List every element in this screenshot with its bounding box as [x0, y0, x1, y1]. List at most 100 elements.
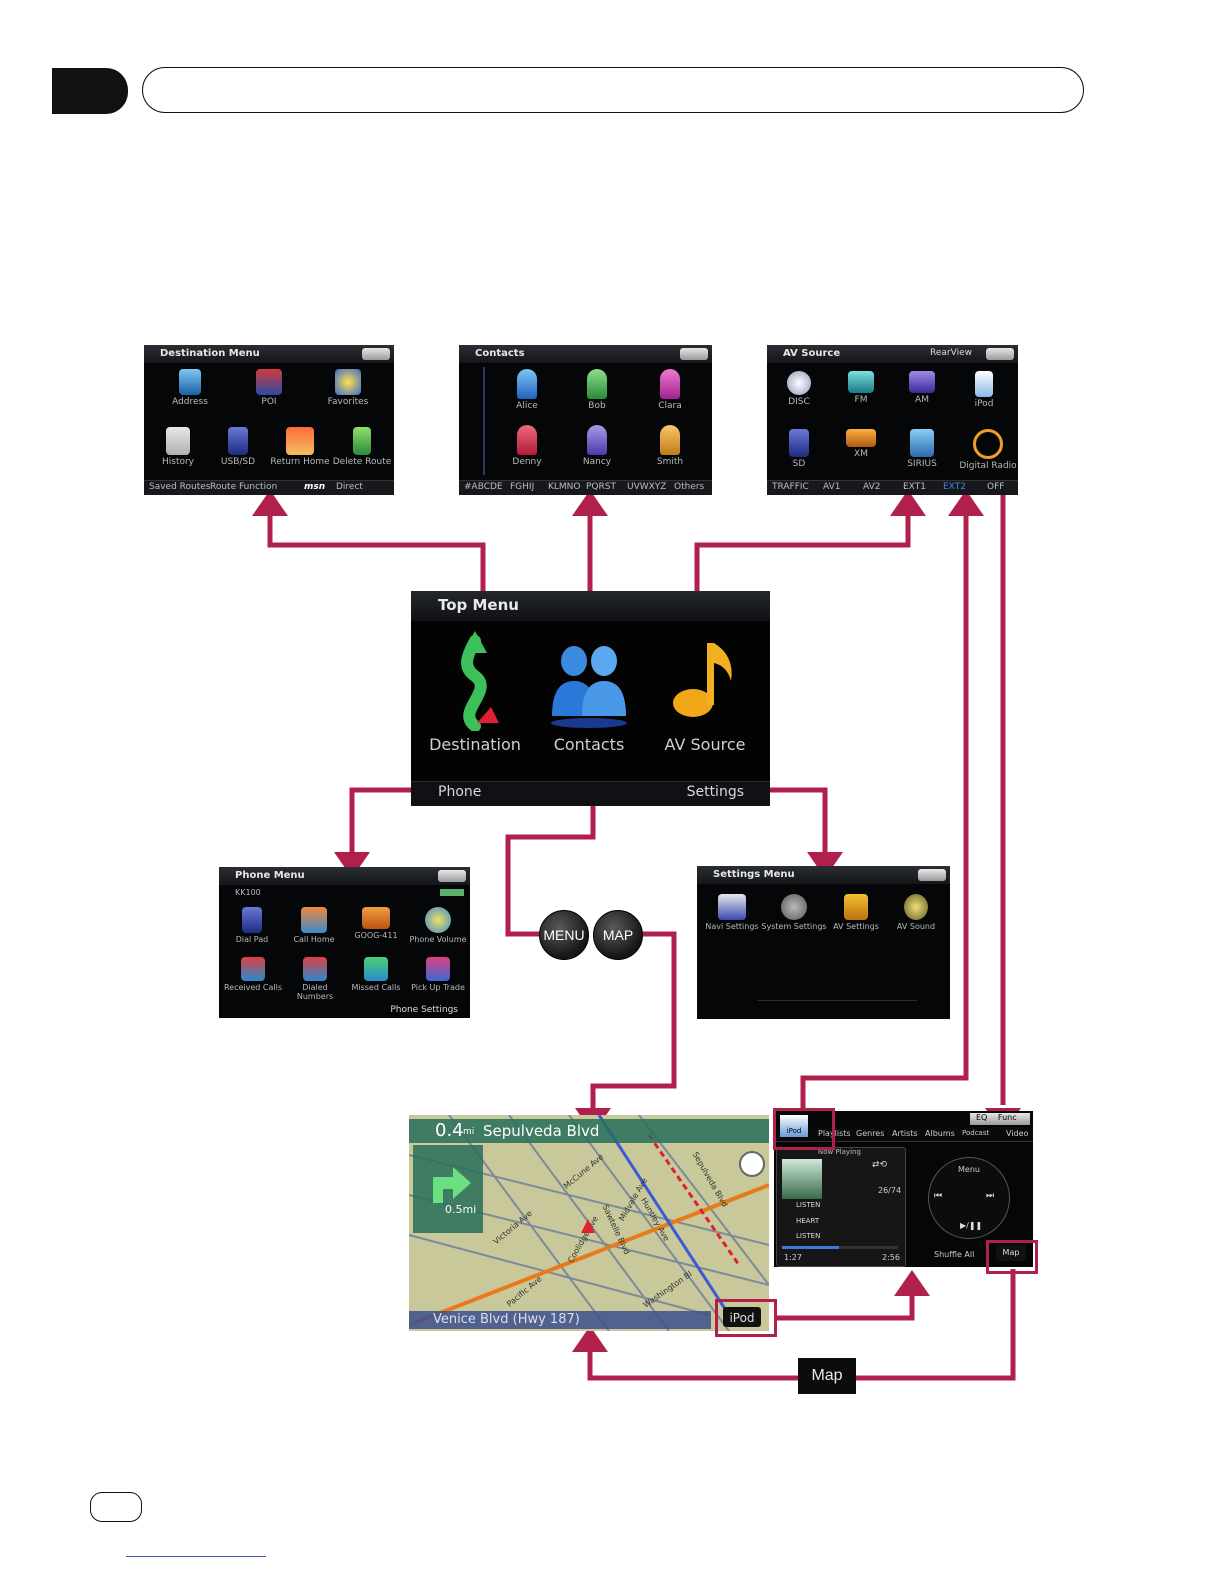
contacts-label: Contacts [553, 735, 625, 754]
navi-settings[interactable]: Navi Settings [701, 894, 763, 931]
compass-icon[interactable] [739, 1151, 765, 1177]
av2-tab[interactable]: AV2 [863, 482, 881, 492]
map-hardware-button[interactable]: MAP [593, 910, 643, 960]
contacts-scrollbar[interactable] [463, 367, 485, 475]
phone-missed-calls[interactable]: Missed Calls [345, 957, 407, 992]
ipod-tab[interactable]: Albums [925, 1129, 955, 1138]
phone-received-calls[interactable]: Received Calls [221, 957, 285, 992]
source-fm[interactable]: FM [835, 371, 887, 405]
back-button[interactable] [438, 870, 466, 882]
control-wheel[interactable] [928, 1157, 1010, 1239]
phone-call-home[interactable]: Call Home [285, 907, 343, 944]
sirius-dog-icon [910, 429, 934, 457]
settings-menu-title: Settings Menu [697, 866, 950, 884]
menu-item-usb-sd[interactable]: USB/SD [208, 427, 268, 467]
phone-tab[interactable]: Phone [438, 784, 482, 800]
flag-icon [718, 894, 746, 920]
gear-icon [781, 894, 807, 920]
source-sd[interactable]: SD [773, 429, 825, 469]
ipod-icon [975, 371, 993, 397]
av-settings[interactable]: AV Settings [825, 894, 887, 931]
wheel-menu[interactable]: Menu [958, 1165, 980, 1174]
saved-routes-tab[interactable]: Saved Routes [149, 482, 211, 492]
now-playing-label: Now Playing [818, 1148, 861, 1156]
direct-tab[interactable]: Direct [336, 482, 363, 492]
ipod-source-icon[interactable]: iPod [780, 1115, 808, 1137]
back-button[interactable] [986, 348, 1014, 360]
top-menu-title: Top Menu [438, 596, 519, 614]
progress-bar[interactable] [782, 1246, 898, 1249]
index-tab[interactable]: PQRST [586, 482, 616, 492]
traffic-tab[interactable]: TRAFFIC [772, 482, 809, 492]
ipod-map-button[interactable]: Map [996, 1245, 1026, 1261]
source-am[interactable]: AM [896, 371, 948, 405]
menu-contacts[interactable]: Contacts [539, 631, 639, 766]
progress-fill [782, 1246, 839, 1249]
menu-item-history[interactable]: History [148, 427, 208, 467]
source-disc[interactable]: DISC [773, 371, 825, 407]
back-button[interactable] [680, 348, 708, 360]
phone-dialed-numbers[interactable]: Dialed Numbers [283, 957, 347, 1001]
route-function-tab[interactable]: Route Function [210, 482, 278, 492]
phone-pick-up-trade[interactable]: Pick Up Trade [407, 957, 469, 992]
msn-logo[interactable]: msn [304, 482, 326, 492]
source-ipod[interactable]: iPod [958, 371, 1010, 409]
vehicle-position-icon [581, 1219, 595, 1233]
index-tab[interactable]: FGHIJ [510, 482, 535, 492]
ext2-tab[interactable]: EXT2 [943, 482, 966, 492]
back-button[interactable] [918, 869, 946, 881]
ext1-tab[interactable]: EXT1 [903, 482, 926, 492]
destination-arrow-icon [461, 631, 499, 732]
off-tab[interactable]: OFF [987, 482, 1005, 492]
phone-volume[interactable]: Phone Volume [407, 907, 469, 944]
map-label-box[interactable]: Map [798, 1358, 856, 1394]
menu-av-source[interactable]: AV Source [655, 631, 755, 766]
settings-tab[interactable]: Settings [686, 784, 744, 800]
menu-item-poi[interactable]: POI [239, 369, 299, 407]
contact-alice[interactable]: Alice [497, 369, 557, 411]
menu-destination[interactable]: Destination [425, 631, 525, 766]
contact-bob[interactable]: Bob [567, 369, 627, 411]
play-pause-icon[interactable]: ▶/❚❚ [960, 1221, 983, 1230]
source-sirius[interactable]: SIRIUS [896, 429, 948, 469]
source-digital-radio[interactable]: Digital Radio [955, 429, 1018, 471]
shuffle-all-button[interactable]: Shuffle All [934, 1250, 975, 1259]
phone-settings-tab[interactable]: Phone Settings [390, 1005, 458, 1015]
index-tab[interactable]: KLMNO [548, 482, 581, 492]
av1-tab[interactable]: AV1 [823, 482, 841, 492]
contact-smith[interactable]: Smith [640, 425, 700, 467]
contact-clara[interactable]: Clara [640, 369, 700, 411]
next-track-icon[interactable]: ⏭ [986, 1191, 995, 1201]
volume-icon [425, 907, 451, 933]
menu-item-delete-route[interactable]: Delete Route [330, 427, 394, 467]
index-tab[interactable]: #ABCDE [464, 482, 503, 492]
ipod-tab[interactable]: Artists [892, 1129, 918, 1138]
shuffle-repeat-icon[interactable]: ⇄⟲ [872, 1160, 888, 1170]
index-tab[interactable]: UVWXYZ [627, 482, 667, 492]
ipod-tab-video[interactable]: Video [1006, 1129, 1029, 1138]
back-button[interactable] [362, 348, 390, 360]
poi-icon [256, 369, 282, 395]
phone-goog-411[interactable]: GOOG-411 [347, 907, 405, 940]
phone-dial-pad[interactable]: Dial Pad [223, 907, 281, 944]
menu-item-favorites[interactable]: Favorites [318, 369, 378, 407]
menu-item-address[interactable]: Address [160, 369, 220, 407]
ipod-tab[interactable]: Genres [856, 1129, 885, 1138]
map-ipod-button[interactable]: iPod [723, 1307, 761, 1327]
arrow-to-settings [758, 787, 828, 860]
track-artist: HEART [796, 1217, 820, 1225]
contact-denny[interactable]: Denny [497, 425, 557, 467]
av-sound[interactable]: AV Sound [885, 894, 947, 931]
rearview-button[interactable]: RearView [930, 348, 972, 358]
ipod-tab[interactable]: Podcast [962, 1129, 990, 1137]
system-settings[interactable]: System Settings [761, 894, 827, 931]
menu-hardware-button[interactable]: MENU [539, 910, 589, 960]
usb-sd-icon [228, 427, 248, 455]
menu-item-return-home[interactable]: Return Home [268, 427, 332, 467]
prev-track-icon[interactable]: ⏮ [934, 1191, 943, 1201]
phone-device-name: KK100 [235, 888, 261, 897]
source-xm[interactable]: XM [835, 429, 887, 459]
contact-nancy[interactable]: Nancy [567, 425, 627, 467]
index-tab[interactable]: Others [674, 482, 705, 492]
eq-button[interactable]: EQ Func [970, 1113, 1030, 1125]
